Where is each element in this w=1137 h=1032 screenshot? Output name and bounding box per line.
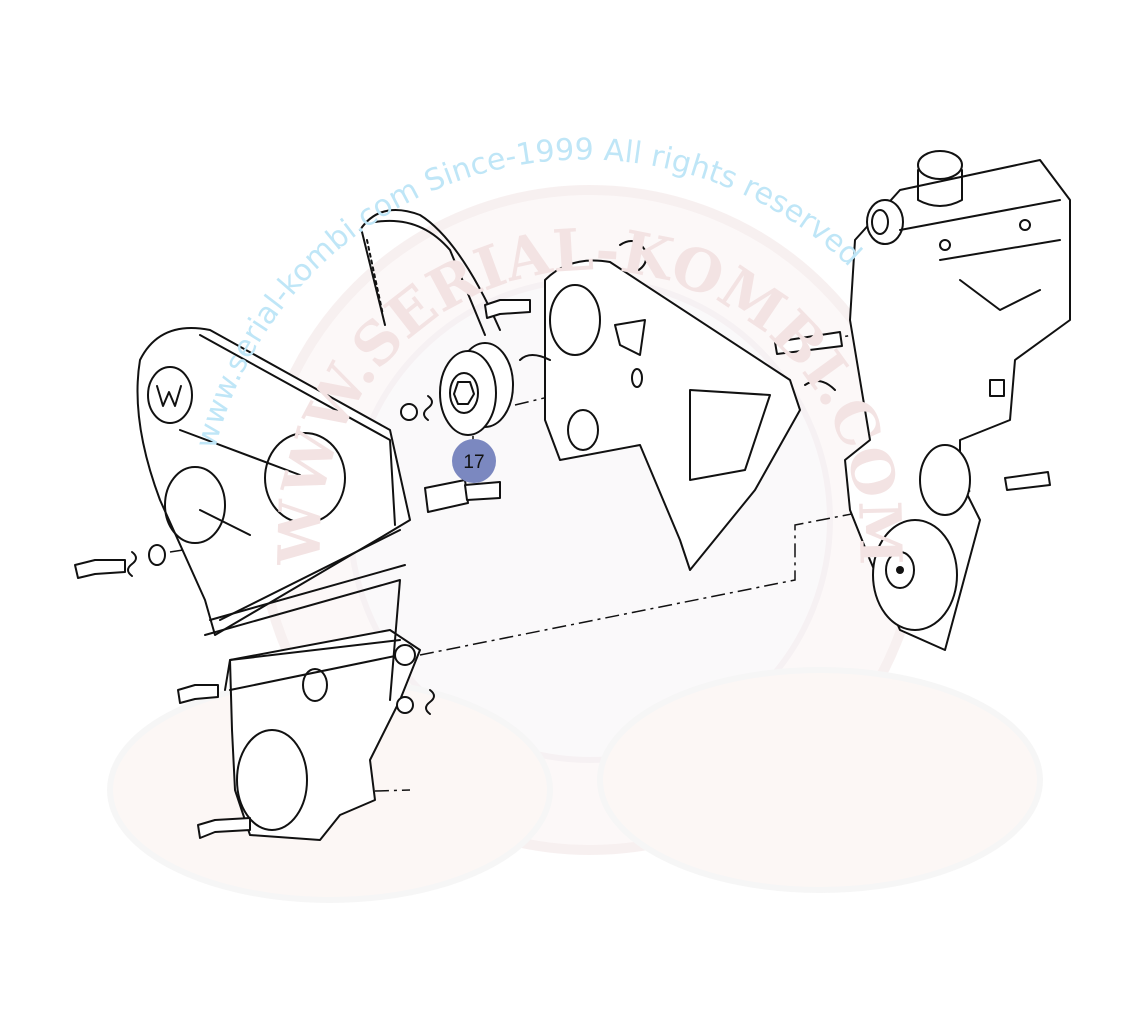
- timing-belt: [359, 209, 501, 336]
- watermark-logo: [107, 185, 1043, 903]
- lower-bolts: [177, 684, 435, 839]
- callout-badge[interactable]: [452, 439, 496, 483]
- stud-spacer: [424, 479, 501, 513]
- cover-bolt-washer: [74, 544, 166, 579]
- bolt: [484, 299, 531, 319]
- nut-and-spring: [400, 395, 433, 421]
- callout-label[interactable]: 17: [463, 452, 484, 473]
- vw-logo: [156, 385, 182, 407]
- rear-timing-plate: [519, 240, 836, 571]
- tensioner-pulley: [439, 342, 514, 436]
- callout-17[interactable]: 17: [452, 436, 496, 483]
- lower-timing-cover: [204, 564, 421, 841]
- water-pump-pulley: [872, 444, 1051, 631]
- upper-timing-cover: [136, 327, 411, 636]
